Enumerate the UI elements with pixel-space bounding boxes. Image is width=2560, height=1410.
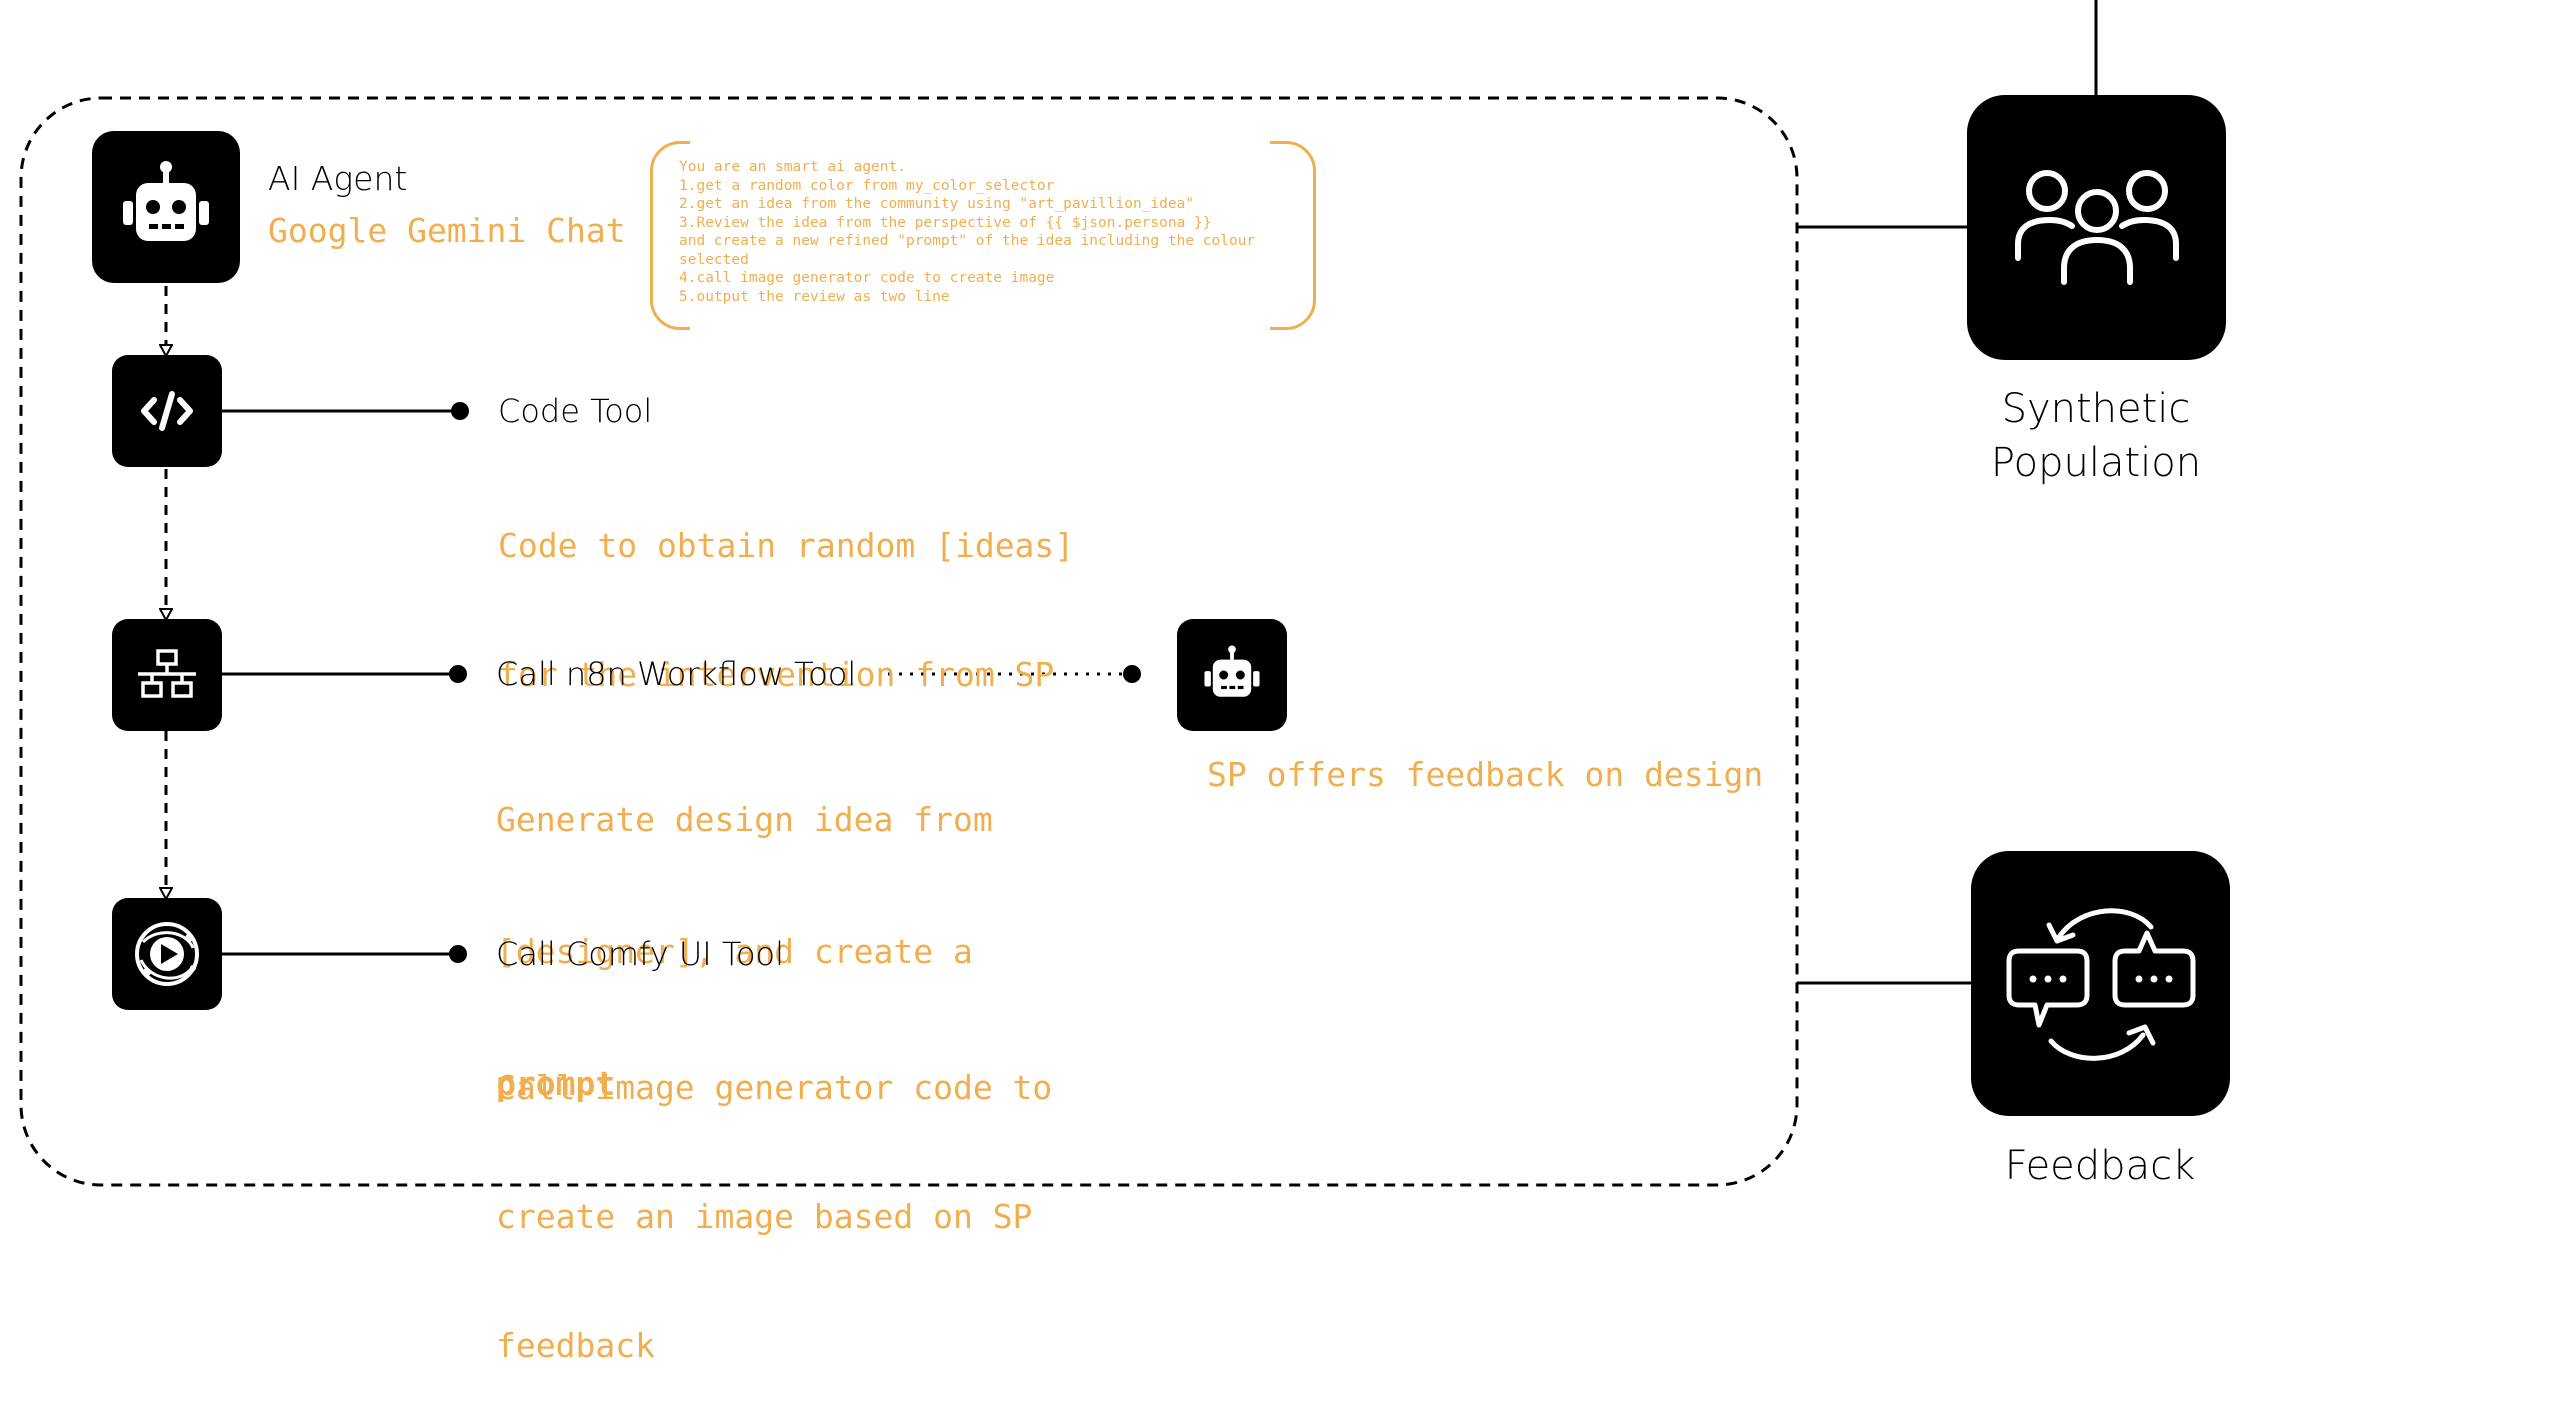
workflow-tool-desc-line: [designer], and create a	[496, 932, 973, 971]
diagram-connectors	[19, 0, 2098, 1187]
comfy-tool-desc: Call image generator code to create an i…	[496, 980, 1052, 1410]
workflow-sp-dot	[1123, 665, 1141, 683]
feedback-tile[interactable]	[1971, 851, 2230, 1116]
prompt-line: 1.get a random color from my_color_selec…	[679, 177, 1055, 194]
ai-agent-title: AI Agent	[268, 159, 408, 198]
prompt-line: 5.output the review as two line	[679, 288, 950, 305]
workflow-tool-tile[interactable]	[112, 619, 222, 731]
comfy-tool-desc-line: create an image based on SP	[496, 1197, 1033, 1236]
code-tool-desc-line: Code to obtain random [ideas]	[498, 526, 1075, 565]
feedback-label: Feedback	[2004, 1143, 2196, 1189]
comfy-tool-desc-line: feedback	[496, 1326, 655, 1365]
synthetic-population-line: Population	[1990, 440, 2202, 486]
people-icon	[2014, 169, 2179, 285]
workflow-tool-desc: Generate design idea from [designer], an…	[496, 710, 993, 1150]
chat-cycle-icon	[2006, 907, 2195, 1061]
ai-agent-model: Google Gemini Chat	[268, 211, 626, 250]
workflow-tool-desc-line: Generate design idea from	[496, 800, 993, 839]
comfy-tool-title: Call Comfy UI Tool	[496, 935, 784, 973]
comfy-tool-tile[interactable]	[112, 898, 222, 1010]
sp-feedback-text: SP offers feedback on design	[1207, 755, 1764, 794]
prompt-line: 2.get an idea from the community using "…	[679, 196, 1195, 212]
code-tool-desc-line: for the intervention from SP	[498, 655, 1055, 694]
sp-feedback-tile[interactable]	[1177, 619, 1287, 731]
ai-agent-tile[interactable]	[92, 131, 240, 283]
synthetic-population-line: Synthetic	[2001, 386, 2191, 432]
prompt-line: and create a new refined "prompt" of the…	[679, 233, 1256, 249]
code-tool-connector-dot	[451, 402, 469, 420]
synthetic-population-label: Synthetic Population	[1940, 382, 2252, 490]
code-icon	[141, 391, 193, 431]
prompt-line: selected	[679, 251, 749, 268]
workflow-tool-connector-dot	[449, 665, 467, 683]
system-prompt-text: You are an smart ai agent. 1.get a rando…	[679, 158, 1255, 306]
synthetic-population-tile[interactable]	[1967, 95, 2226, 360]
code-tool-desc: Code to obtain random [ideas] for the in…	[498, 438, 1074, 739]
workflow-tool-desc-bold: prompt	[496, 1064, 616, 1103]
prompt-line: 4.call image generator code to create im…	[679, 270, 1055, 286]
comfy-play-icon	[135, 922, 199, 986]
prompt-line: You are an smart ai agent.	[679, 159, 906, 175]
comfy-tool-connector-dot	[449, 945, 467, 963]
code-tool-tile[interactable]	[112, 355, 222, 467]
comfy-tool-desc-line: Call image generator code to	[496, 1068, 1053, 1107]
robot-icon	[123, 161, 209, 241]
code-tool-title: Code Tool	[498, 392, 653, 430]
workflow-tool-title: Call n8n Workflow Tool	[496, 655, 857, 693]
network-icon	[138, 649, 196, 698]
robot-icon	[1204, 645, 1260, 697]
agent-group-border	[19, 96, 1799, 1187]
prompt-line: 3.Review the idea from the perspective o…	[679, 214, 1212, 231]
